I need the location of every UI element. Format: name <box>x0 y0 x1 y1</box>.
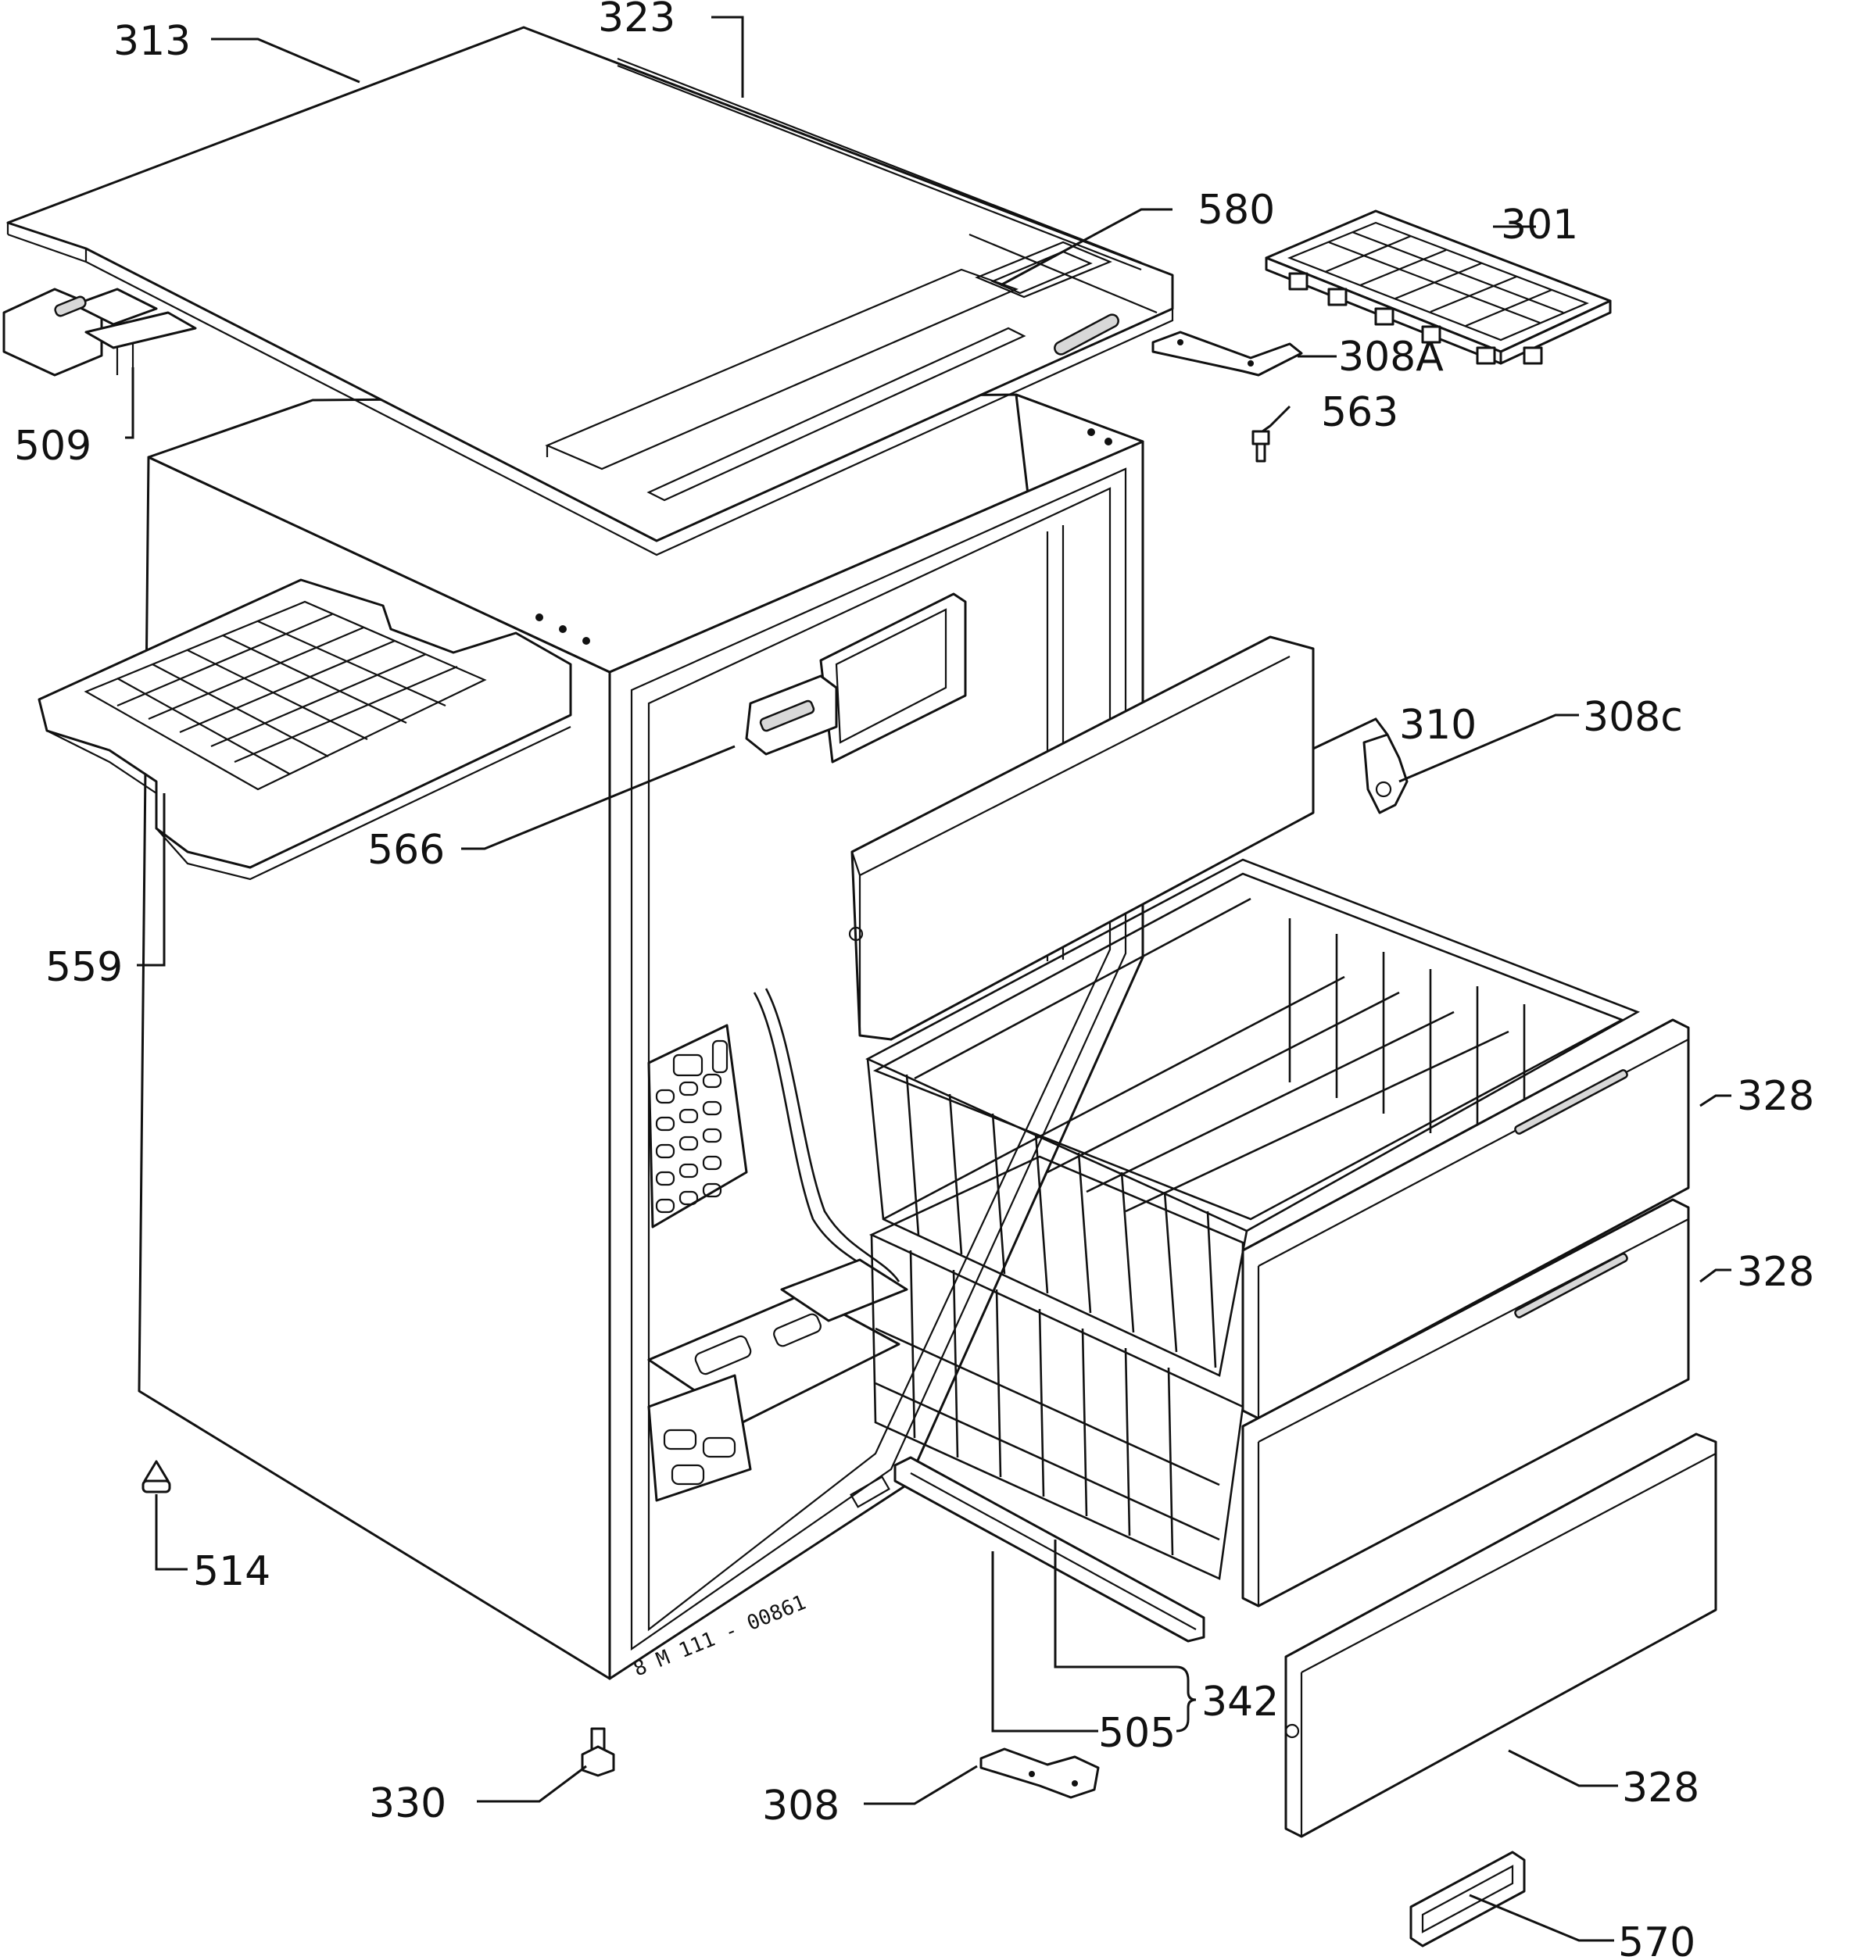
callout-310: 310 <box>1399 702 1477 749</box>
callout-308c: 308c <box>1583 694 1683 741</box>
flap-310 <box>848 635 1315 1041</box>
callout-342: 342 <box>1201 1679 1279 1726</box>
handle-570 <box>1409 1851 1526 1947</box>
callout-559: 559 <box>45 944 123 991</box>
thermostat-566 <box>745 592 967 764</box>
lid-313 <box>6 26 1174 556</box>
lower-basket-bars <box>875 1250 1220 1556</box>
leader-lines <box>125 16 1731 1942</box>
callout-580: 580 <box>1198 187 1275 234</box>
callout-308: 308 <box>762 1783 840 1829</box>
callout-328-upper: 328 <box>1737 1073 1814 1120</box>
lower-basket <box>868 1155 1244 1580</box>
callout-328-middle: 328 <box>1737 1249 1814 1296</box>
bracket-308 <box>979 1747 1100 1799</box>
callout-330: 330 <box>369 1780 446 1827</box>
ice-cells <box>1287 221 1589 342</box>
rail-505 <box>893 1456 1205 1643</box>
drawer-front-328-middle <box>1241 1198 1690 1608</box>
callout-509: 509 <box>14 423 91 470</box>
upper-basket-bars <box>905 897 1526 1368</box>
foot-514 <box>141 1460 171 1493</box>
screw-563 <box>1251 430 1270 463</box>
callout-514: 514 <box>193 1548 270 1595</box>
evaporator-panel <box>647 1024 748 1229</box>
callout-308A: 308A <box>1338 334 1444 381</box>
bracket-308A <box>1151 331 1303 377</box>
foot-330 <box>581 1727 615 1777</box>
callout-301: 301 <box>1501 202 1578 249</box>
ice-tray-301 <box>1265 209 1612 365</box>
upper-basket <box>865 858 1641 1377</box>
floor-evaporator <box>647 1258 908 1502</box>
callout-566: 566 <box>367 827 445 874</box>
part-509 <box>2 288 197 377</box>
drawer-front-328-upper <box>1241 1018 1690 1420</box>
callout-505: 505 <box>1098 1710 1176 1757</box>
callout-563: 563 <box>1321 389 1398 436</box>
shelf-grid <box>84 600 487 791</box>
latch-308c <box>1362 733 1409 814</box>
drawer-front-328-lower <box>1284 1432 1717 1838</box>
callout-328-lower: 328 <box>1622 1765 1699 1812</box>
callout-570: 570 <box>1618 1919 1695 1960</box>
shelf-559 <box>38 578 572 881</box>
callout-313: 313 <box>113 18 191 65</box>
callout-323: 323 <box>598 0 675 41</box>
